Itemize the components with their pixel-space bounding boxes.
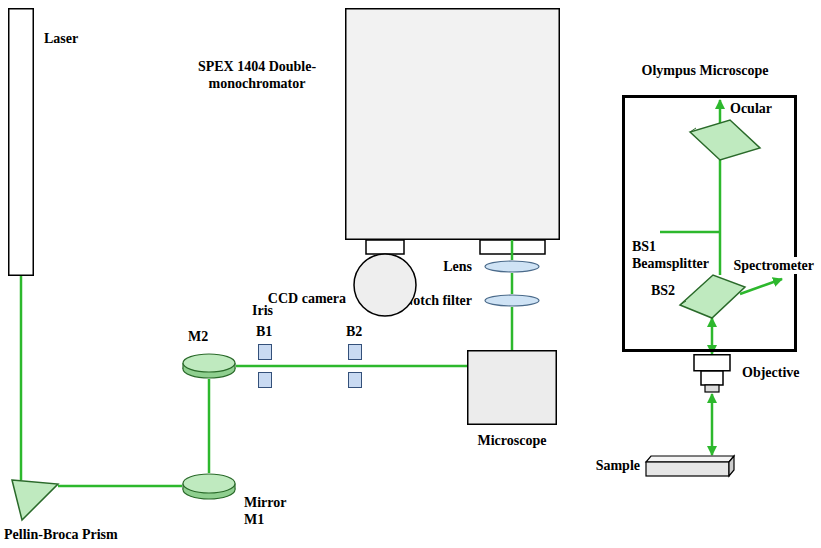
laser-beam: [58, 485, 182, 488]
monochromator-box-shape: [345, 8, 560, 240]
node-label: Olympus Microscope: [642, 62, 769, 79]
laser-beam: [511, 273, 514, 294]
node-label: Lens: [443, 258, 472, 275]
node-label: B2: [346, 323, 362, 340]
notch-filter: Notch filter: [484, 294, 540, 307]
ccd-camera-shape: [353, 253, 417, 317]
laser-beam: [711, 318, 714, 354]
iris: B1: [258, 344, 272, 388]
prism-shape: [12, 480, 58, 520]
lens: Lens: [484, 260, 540, 273]
laser-beam: [20, 276, 23, 480]
node-label: Laser: [44, 30, 78, 47]
input-beam: [660, 231, 720, 234]
microscope-box: Microscope: [467, 350, 557, 425]
microscope-box-shape: [467, 350, 557, 425]
laser-beam: [719, 160, 722, 275]
mirror-shape: [182, 473, 236, 500]
objective-lens-shape: [692, 354, 732, 394]
ccd-camera: CCD camera: [353, 253, 417, 317]
iris-shape: [258, 344, 272, 388]
mirror-shape: [182, 353, 236, 379]
mirror: M2: [182, 353, 236, 379]
node-label: B1: [256, 323, 272, 340]
node-label: M2: [188, 328, 208, 345]
ocular-beam: [719, 100, 722, 123]
laser-beam: [511, 307, 514, 350]
node-label: CCD camera: [268, 290, 346, 307]
beamsplitter: BS1 Beamsplitter: [690, 120, 760, 160]
part-label: Iris: [252, 302, 273, 319]
laser-beam: [236, 365, 258, 368]
laser-box-shape: [8, 8, 34, 276]
iris: B2: [348, 344, 362, 388]
beamsplitter-shape: [680, 275, 745, 318]
camera-port: [366, 240, 404, 254]
notch-filter-shape: [484, 294, 540, 307]
mirror: Mirror M1: [182, 473, 236, 500]
node-label: BS2: [651, 282, 675, 299]
node-label: Mirror M1: [244, 494, 300, 528]
spectrometer-beam: [740, 279, 782, 294]
iris-shape: [348, 344, 362, 388]
prism: Pellin-Broca Prism: [12, 480, 58, 520]
lens-shape: [484, 260, 540, 273]
laser-beam: [362, 365, 467, 368]
objective-lens: Objective: [692, 354, 732, 394]
laser-beam: [711, 394, 714, 455]
laser-beam: [208, 379, 211, 473]
monochromator-box: SPEX 1404 Double-monochromator: [345, 8, 560, 240]
laser-box: Laser: [8, 8, 34, 276]
sample-slab: Sample: [645, 455, 735, 477]
beamsplitter-shape: [690, 120, 760, 160]
port-label: Ocular: [730, 100, 772, 117]
node-label: Objective: [742, 364, 800, 381]
node-label: Sample: [596, 457, 640, 474]
beamsplitter: BS2: [680, 275, 745, 318]
port-label: Spectrometer: [732, 257, 815, 274]
sample-slab-shape: [645, 455, 735, 477]
node-label: Microscope: [478, 432, 547, 449]
node-label: Pellin-Broca Prism: [4, 526, 118, 543]
node-label: BS1 Beamsplitter: [632, 238, 727, 272]
laser-beam: [272, 365, 348, 368]
microscope-housing: Olympus MicroscopeBS1 BeamsplitterBS2: [622, 95, 797, 352]
laser-beam: [511, 240, 514, 260]
node-label: SPEX 1404 Double-monochromator: [172, 58, 342, 92]
